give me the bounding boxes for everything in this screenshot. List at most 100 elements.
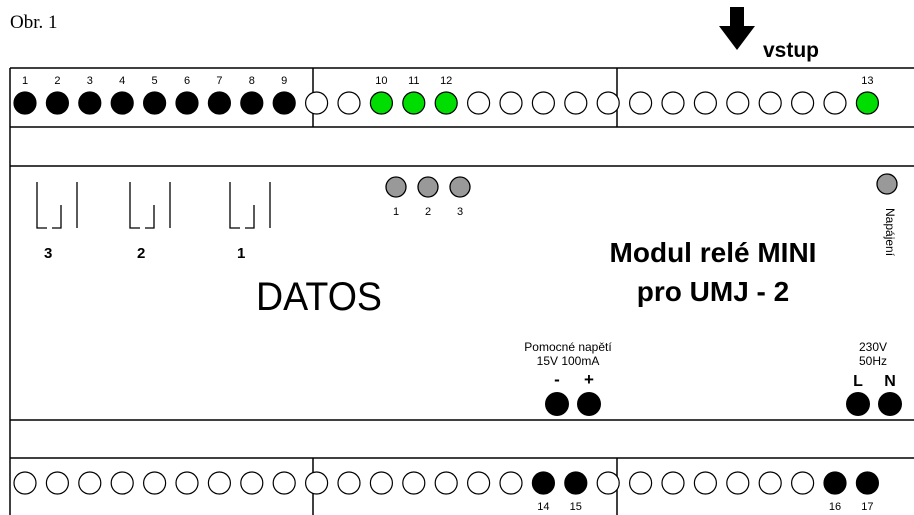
top-terminal-label: 5 [152, 75, 158, 87]
relay-label: 3 [44, 245, 52, 262]
top-terminal[interactable] [499, 91, 523, 115]
top-terminal[interactable] [175, 91, 199, 115]
bottom-terminal[interactable] [499, 471, 523, 495]
top-terminal[interactable] [110, 91, 134, 115]
top-terminal-label: 13 [861, 75, 873, 87]
bottom-terminal[interactable] [175, 471, 199, 495]
bottom-terminal[interactable] [693, 471, 718, 495]
aux-supply-spec: 15V 100mA [537, 354, 600, 368]
top-terminal[interactable] [661, 91, 685, 115]
top-terminal[interactable] [758, 91, 782, 115]
top-terminal[interactable] [78, 91, 102, 115]
bottom-terminal[interactable] [467, 471, 491, 495]
bottom-terminal[interactable] [272, 471, 296, 495]
top-terminal[interactable] [790, 91, 815, 115]
power-indicator-label: Napájení [883, 208, 897, 257]
bottom-terminal[interactable] [78, 471, 102, 495]
top-terminal[interactable] [143, 91, 167, 115]
top-terminal-label: 4 [119, 75, 125, 87]
bottom-terminal-strip: 14 15 16 17 [13, 471, 880, 513]
top-terminal[interactable] [272, 91, 296, 115]
bottom-terminal[interactable] [434, 471, 458, 495]
top-terminal[interactable] [45, 91, 70, 115]
relay-led [449, 176, 471, 198]
aux-plus-label: + [584, 370, 594, 389]
top-terminal[interactable] [305, 91, 329, 115]
top-terminal-label: 2 [54, 75, 60, 87]
top-terminal[interactable] [467, 91, 491, 115]
mains-l-label: L [853, 373, 863, 390]
aux-minus-label: - [554, 370, 560, 389]
bottom-terminal[interactable] [207, 471, 231, 495]
mains-frequency: 50Hz [859, 354, 887, 368]
top-terminal[interactable] [240, 91, 264, 115]
bottom-terminal[interactable] [564, 471, 588, 495]
bottom-terminal[interactable] [45, 471, 70, 495]
top-terminal-label: 6 [184, 75, 190, 87]
top-terminal[interactable] [434, 91, 458, 115]
module-title-line-1: Modul relé MINI [610, 237, 817, 268]
top-terminal-label: 11 [408, 75, 419, 87]
bottom-terminal[interactable] [628, 471, 653, 495]
relay-led-label: 3 [457, 206, 463, 218]
mains-n-terminal[interactable] [878, 392, 902, 416]
top-terminal[interactable] [855, 91, 880, 115]
module-title-line-2: pro UMJ - 2 [637, 276, 789, 307]
bottom-terminal[interactable] [110, 471, 134, 495]
relay-led-label: 1 [393, 206, 399, 218]
bottom-terminal[interactable] [402, 471, 426, 495]
top-terminal-label: 9 [281, 75, 287, 87]
bottom-terminal[interactable] [305, 471, 329, 495]
bottom-terminal[interactable] [369, 471, 393, 495]
bottom-terminal[interactable] [790, 471, 815, 495]
top-terminal-label: 12 [440, 75, 452, 87]
bottom-terminal[interactable] [13, 471, 37, 495]
bottom-terminal[interactable] [143, 471, 167, 495]
top-terminal[interactable] [369, 91, 393, 115]
top-terminal[interactable] [402, 91, 426, 115]
top-terminal[interactable] [693, 91, 718, 115]
module-housing [9, 67, 914, 515]
bottom-terminal[interactable] [337, 471, 361, 495]
top-terminal-label: 3 [87, 75, 93, 87]
top-terminal-label: 7 [216, 75, 222, 87]
top-terminal[interactable] [628, 91, 653, 115]
bottom-terminal[interactable] [240, 471, 264, 495]
bottom-terminal[interactable] [531, 471, 556, 495]
top-terminal[interactable] [823, 91, 847, 115]
top-terminal[interactable] [207, 91, 231, 115]
top-terminal[interactable] [531, 91, 556, 115]
top-terminal[interactable] [726, 91, 750, 115]
mains-voltage: 230V [859, 340, 887, 354]
bottom-terminal[interactable] [758, 471, 782, 495]
bottom-terminal[interactable] [726, 471, 750, 495]
aux-minus-terminal[interactable] [545, 392, 569, 416]
figure-label: Obr. 1 [10, 12, 58, 33]
bottom-terminal[interactable] [596, 471, 620, 495]
top-terminal[interactable] [13, 91, 37, 115]
bottom-terminal-label: 14 [537, 501, 549, 513]
bottom-terminal[interactable] [855, 471, 880, 495]
bottom-terminal[interactable] [661, 471, 685, 495]
top-terminal[interactable] [596, 91, 620, 115]
bottom-terminal-label: 15 [570, 501, 582, 513]
bottom-terminal-label: 16 [829, 501, 841, 513]
top-terminal-label: 10 [375, 75, 387, 87]
mains-n-label: N [884, 373, 896, 390]
aux-plus-terminal[interactable] [577, 392, 601, 416]
bottom-terminal-label: 17 [861, 501, 873, 513]
input-label: vstup [763, 39, 819, 62]
mains-l-terminal[interactable] [846, 392, 870, 416]
bottom-terminal[interactable] [823, 471, 847, 495]
relay-contact-icon [229, 182, 271, 229]
top-terminal-label: 8 [249, 75, 255, 87]
power-led [876, 173, 898, 195]
top-terminal[interactable] [337, 91, 361, 115]
aux-supply-title: Pomocné napětí [524, 340, 612, 354]
relay-contact-icon [129, 182, 171, 229]
top-terminal[interactable] [564, 91, 588, 115]
relay-led [417, 176, 439, 198]
